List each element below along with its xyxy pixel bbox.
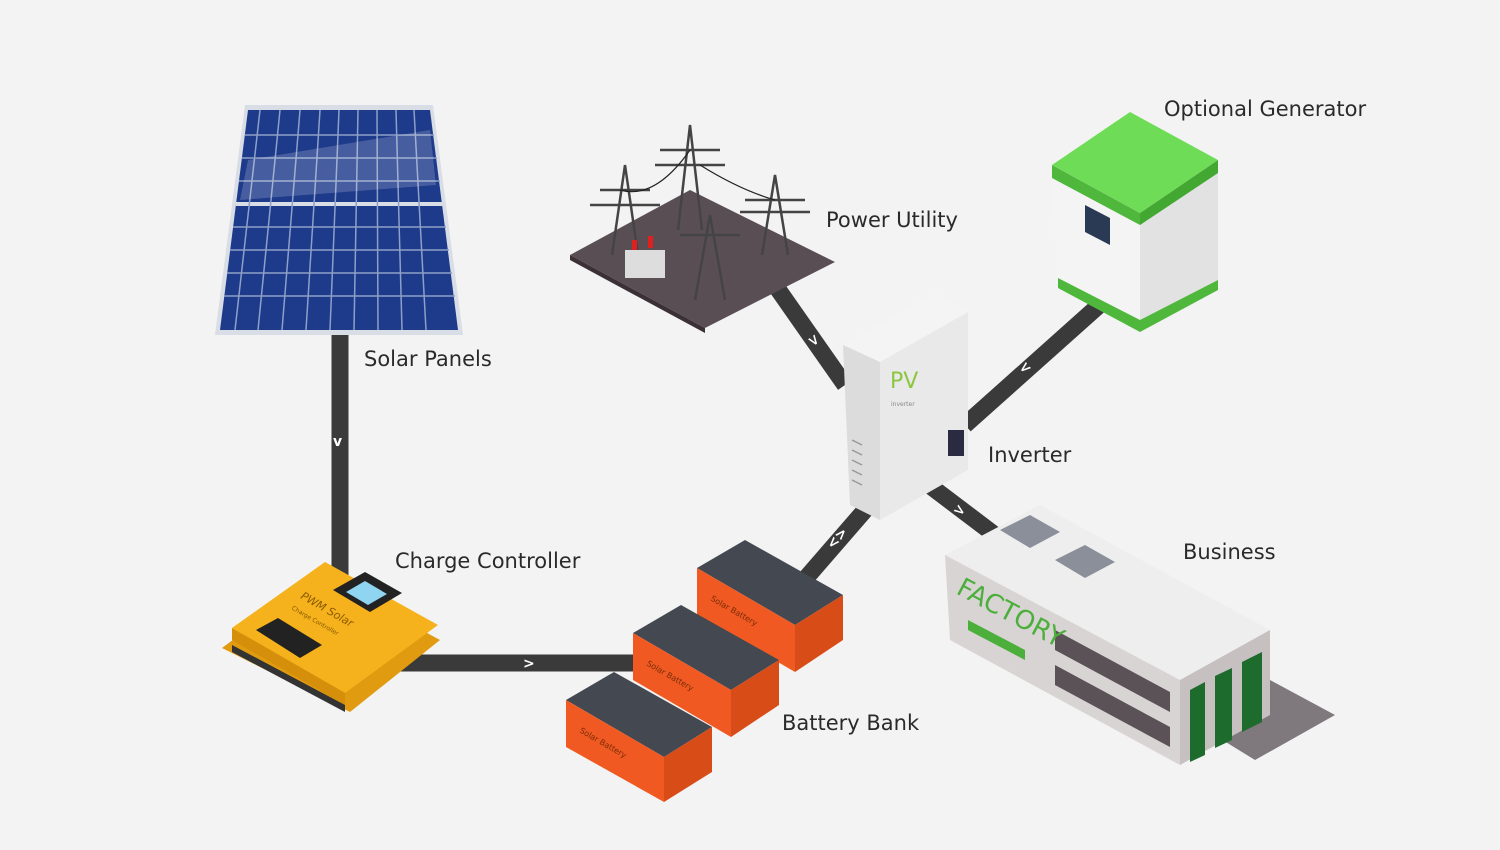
connector-inverter-business	[919, 475, 1001, 542]
flow-arrow: >	[523, 656, 535, 672]
battery: Solar Battery	[697, 540, 843, 672]
inverter-brand-text: PV	[890, 369, 918, 394]
connectors	[331, 280, 1111, 672]
battery-bank-image: Solar Battery Solar Battery Solar Batter…	[566, 540, 843, 802]
label-battery-bank: Battery Bank	[782, 711, 920, 735]
connector-generator-inverter	[959, 293, 1111, 432]
inverter-sub-text: inverter	[891, 401, 915, 408]
factory-image: FACTORY	[945, 505, 1335, 765]
label-business: Business	[1183, 540, 1276, 564]
label-solar-panels: Solar Panels	[364, 347, 492, 371]
label-inverter: Inverter	[988, 443, 1072, 467]
charge-controller-image: PWM Solar Charge Controller	[222, 562, 440, 712]
battery: Solar Battery	[633, 605, 779, 737]
connector-utility-inverter	[768, 280, 852, 390]
connector-battery-inverter	[793, 504, 872, 591]
label-optional-generator: Optional Generator	[1164, 97, 1367, 121]
inverter-image: PV inverter	[843, 293, 968, 520]
label-charge-controller: Charge Controller	[395, 549, 581, 573]
generator-image	[1052, 112, 1218, 332]
solar-panel-image	[215, 105, 463, 335]
power-utility-image	[570, 124, 835, 333]
label-power-utility: Power Utility	[826, 208, 958, 232]
flow-arrow: v	[333, 434, 342, 450]
battery: Solar Battery	[566, 672, 712, 802]
